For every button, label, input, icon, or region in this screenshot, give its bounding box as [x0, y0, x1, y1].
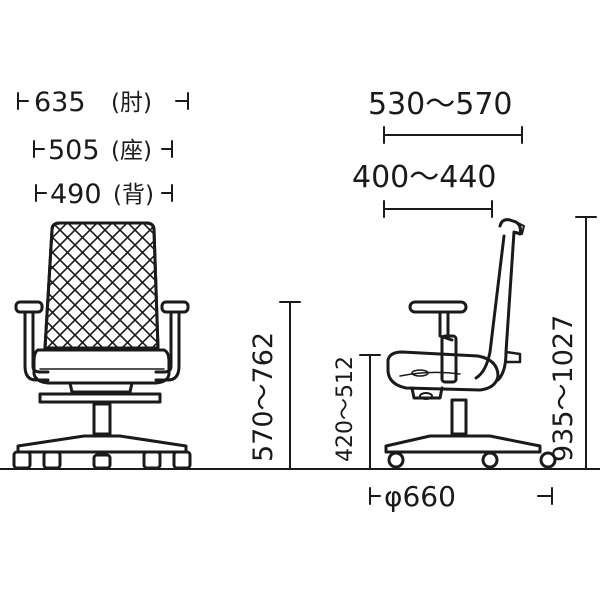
mesh-line [119, 223, 158, 348]
dim-seat-width: 505 (座) [33, 135, 173, 166]
mesh-line [45, 223, 141, 348]
mesh-line [315, 215, 455, 355]
mesh-line [165, 215, 305, 355]
mesh-line [74, 223, 158, 348]
mesh-line [45, 223, 81, 348]
seat-width-value: 505 [48, 135, 100, 166]
armrest-height-value: 570〜762 [248, 332, 279, 462]
dim-base-diameter: φ660 [369, 480, 553, 513]
mesh-line [0, 215, 35, 355]
front-backrest [0, 215, 515, 355]
mesh-line [300, 215, 440, 355]
mesh-line [104, 223, 158, 348]
mesh-line [129, 223, 158, 348]
mesh-line [69, 223, 158, 348]
mesh-line [175, 215, 315, 355]
mesh-pattern [0, 215, 515, 355]
mesh-line [0, 215, 15, 355]
mesh-line [345, 215, 485, 355]
mesh-line [375, 215, 515, 355]
dim-overall-depth: 530〜570 [368, 87, 523, 144]
seat-label: (座) [111, 138, 152, 164]
dim-back-width: 490 (背) [35, 179, 173, 210]
mesh-line [45, 223, 76, 348]
mesh-line [45, 223, 136, 348]
side-backrest [496, 218, 522, 382]
front-view-chair [0, 215, 515, 470]
mesh-line [45, 223, 156, 348]
side-view-chair [384, 218, 557, 469]
front-right-armrest [154, 300, 190, 382]
seat-depth-value: 400〜440 [352, 160, 497, 195]
mesh-line [59, 223, 158, 348]
mesh-line [45, 223, 158, 348]
mesh-line [45, 223, 158, 348]
back-label: (背) [113, 182, 154, 208]
seat-height-value: 420〜512 [333, 356, 358, 462]
mesh-line [45, 223, 158, 348]
dim-armrest-height: 570〜762 [248, 301, 301, 470]
dim-armrest-width: 635 (肘) [17, 87, 189, 118]
overall-depth-value: 530〜570 [368, 87, 513, 122]
side-armrest-post [440, 334, 458, 384]
mesh-line [114, 223, 158, 348]
side-casters [387, 451, 557, 469]
side-seat [386, 350, 500, 392]
mesh-line [45, 223, 46, 348]
front-lever [38, 392, 162, 404]
front-seat [32, 348, 171, 385]
side-base [384, 434, 542, 454]
mesh-line [45, 223, 126, 348]
mesh-line [45, 223, 91, 348]
front-casters [12, 450, 192, 470]
side-armrest-pad [408, 300, 468, 314]
front-left-armrest [14, 300, 50, 382]
armrest-width-value: 635 [34, 87, 86, 118]
mesh-line [45, 223, 111, 348]
armrest-label: (肘) [111, 90, 152, 116]
mesh-line [45, 223, 151, 348]
mesh-line [160, 215, 300, 355]
dim-seat-height: 420〜512 [333, 354, 381, 470]
back-width-value: 490 [50, 179, 102, 210]
mesh-line [210, 215, 350, 355]
front-base [16, 434, 188, 454]
mesh-line [285, 215, 425, 355]
mesh-line [54, 223, 158, 348]
dim-total-height: 935〜1027 [548, 216, 597, 470]
mesh-line [225, 215, 365, 355]
mesh-line [45, 223, 106, 348]
base-diameter-value: φ660 [384, 480, 456, 513]
mesh-line [360, 215, 500, 355]
front-gas-cylinder [92, 402, 112, 436]
total-height-value: 935〜1027 [548, 315, 579, 462]
mesh-line [45, 223, 96, 348]
dim-seat-depth: 400〜440 [352, 160, 497, 218]
front-mechanism [68, 381, 134, 394]
side-gas-cylinder [450, 398, 468, 436]
mesh-line [0, 215, 20, 355]
mesh-line [99, 223, 158, 348]
mesh-line [89, 223, 158, 348]
